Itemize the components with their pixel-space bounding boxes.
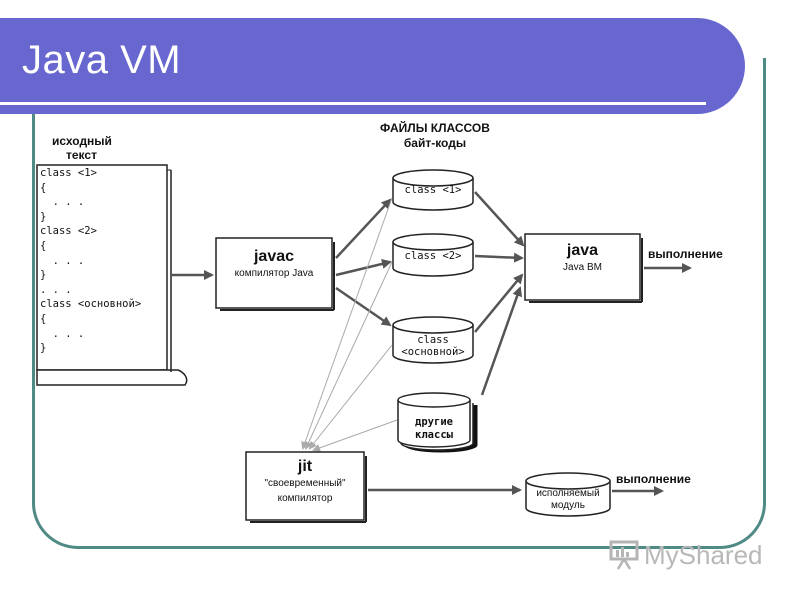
- cylinder-class2-label: class <2>: [404, 250, 462, 262]
- arrow-other-java: [480, 286, 523, 396]
- javac-label: javac компилятор Java: [234, 248, 314, 279]
- logo-text: MyShared: [644, 540, 763, 570]
- class-files-header: ФАЙЛЫ КЛАССОВ байт-коды: [380, 121, 490, 150]
- exec-module-label: исполняемый модуль: [536, 488, 600, 511]
- cylinder-main-label: class <основной>: [401, 334, 465, 358]
- java-label: java Java ВМ: [563, 242, 602, 273]
- jit-label: jit "своевременный" компилятор: [264, 458, 346, 504]
- myshared-logo: MyShared: [608, 538, 778, 572]
- cylinder-other-stack: [397, 392, 478, 453]
- cylinder-exec-module: [525, 472, 611, 517]
- source-document: [36, 164, 188, 386]
- java-box: [524, 233, 641, 301]
- source-label: исходный текст: [52, 134, 112, 162]
- arrow-javac-class2: [335, 259, 392, 277]
- slide-title: Java VM: [22, 38, 182, 82]
- arrow-class1-java: [474, 191, 525, 247]
- jit-box: [245, 451, 365, 521]
- source-code: class <1>{ . . .}class <2>{ . . .}. . .c…: [40, 167, 142, 355]
- execution-label-1: выполнение: [648, 247, 723, 261]
- slide-frame: [32, 58, 766, 549]
- projector-icon: [609, 540, 639, 570]
- title-band: [0, 18, 745, 114]
- cylinder-class1: [392, 169, 474, 211]
- javac-box: [215, 237, 333, 309]
- execution-label-2: выполнение: [616, 472, 691, 486]
- cylinder-class1-label: class <1>: [404, 184, 462, 196]
- title-underline: [0, 102, 706, 105]
- arrow-class2-java: [474, 252, 524, 263]
- cylinder-other-label: другие классы: [415, 416, 453, 441]
- arrow-javac-class1: [335, 198, 392, 259]
- arrow-javac-main: [335, 286, 392, 327]
- cylinder-class2: [392, 233, 474, 277]
- cylinder-main: [392, 316, 474, 364]
- arrows-to-jit: [301, 197, 398, 452]
- arrow-main-java: [474, 273, 524, 333]
